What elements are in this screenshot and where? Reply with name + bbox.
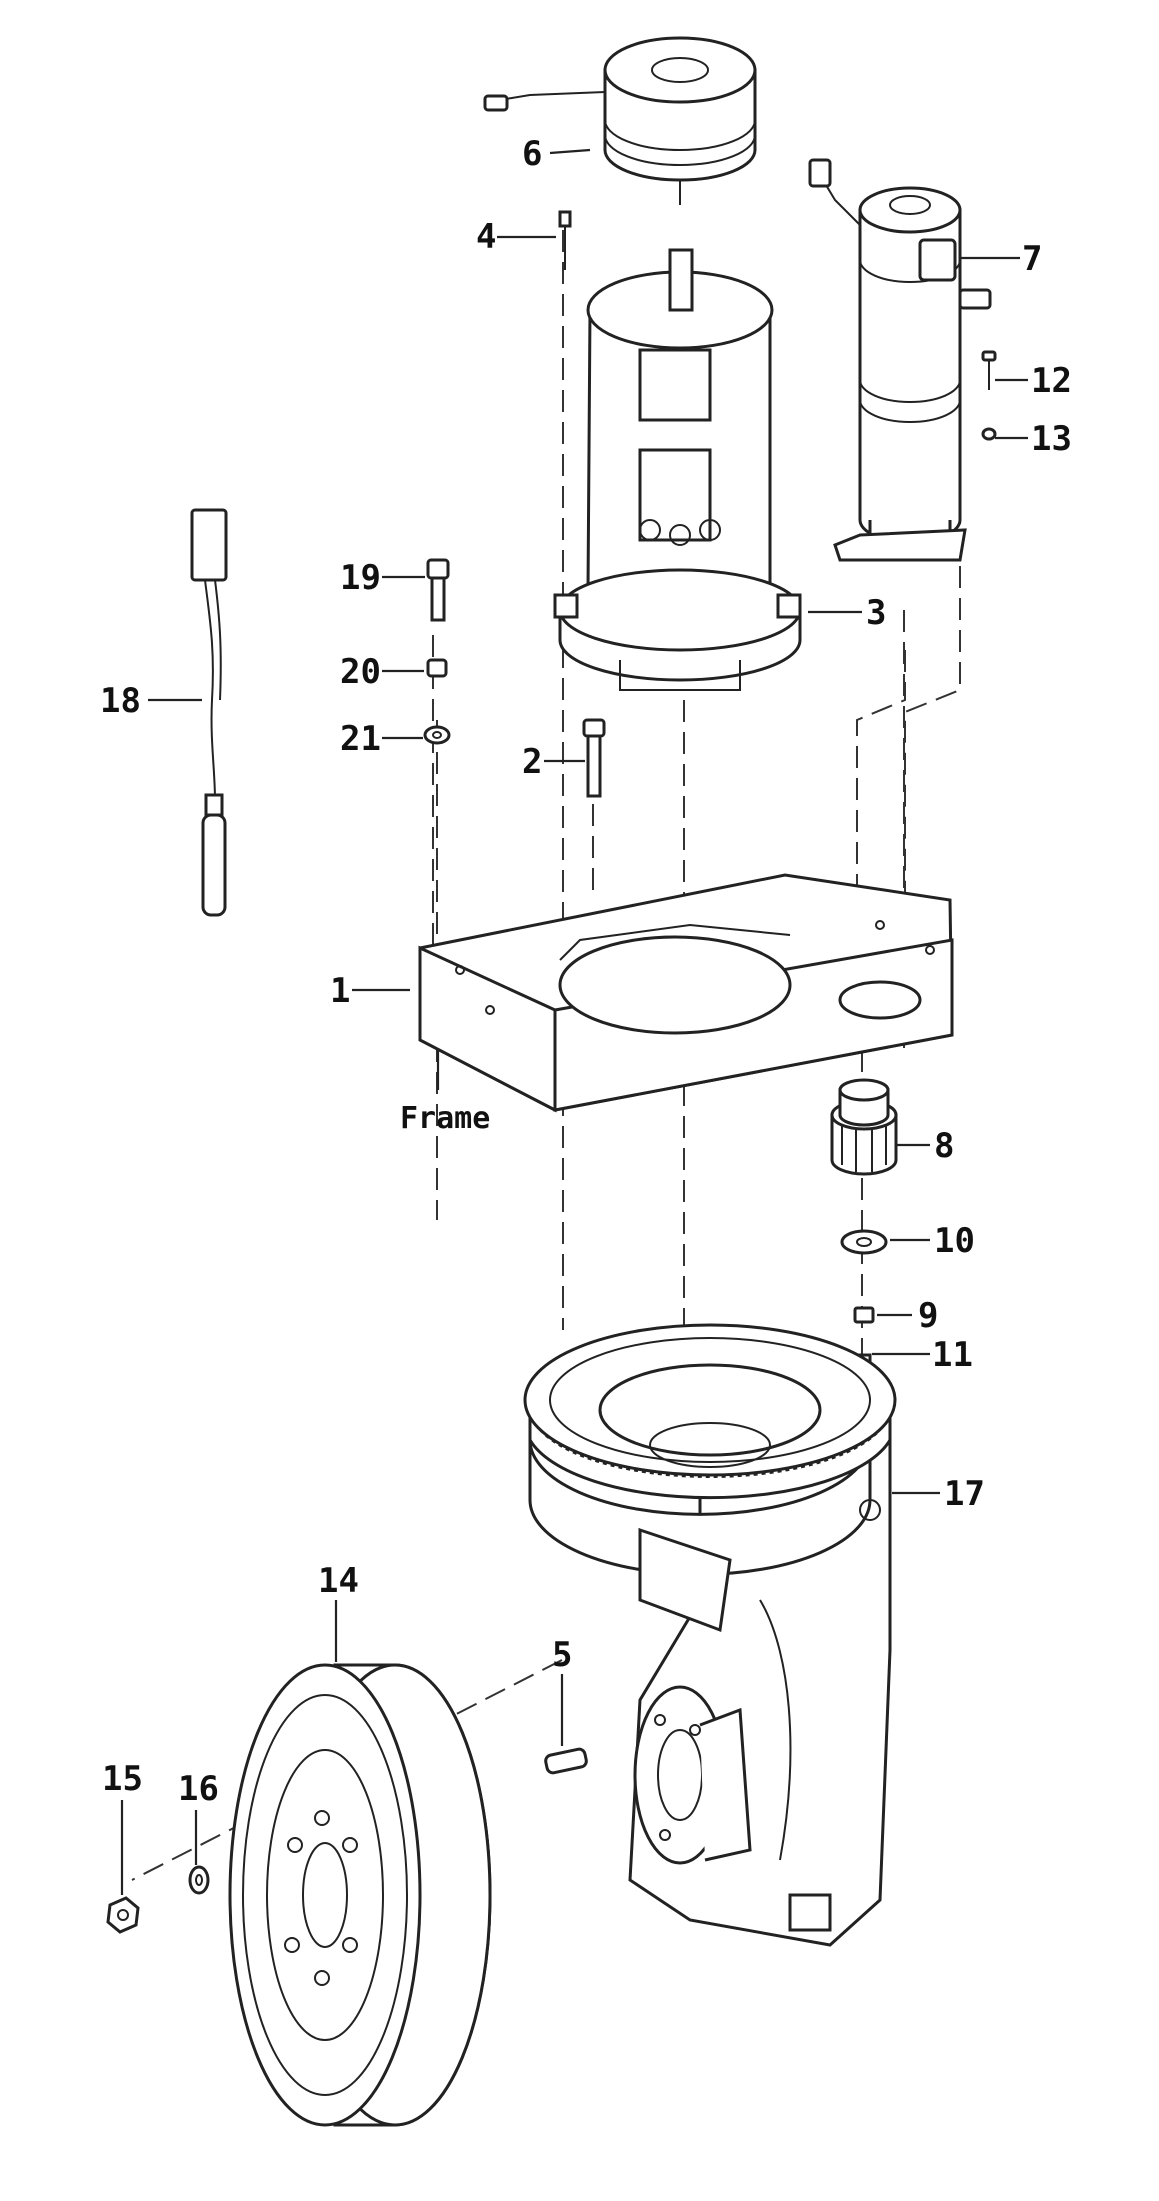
part-hub-flange <box>633 1685 752 1865</box>
part-steer-motor-7 <box>808 158 992 562</box>
callout-8: 8 <box>934 1126 954 1166</box>
callout-labels: 6 4 7 12 13 3 19 20 21 18 2 1 Frame 8 10… <box>100 134 1072 1809</box>
part-washer-16 <box>188 1865 210 1895</box>
part-pin-5 <box>544 1747 588 1775</box>
callout-21: 21 <box>340 719 381 759</box>
part-bolt-2 <box>582 718 606 798</box>
part-frame-1 <box>418 873 954 1113</box>
callout-10: 10 <box>934 1221 975 1261</box>
callout-9: 9 <box>918 1296 938 1336</box>
callout-13: 13 <box>1031 419 1072 459</box>
part-bolt-19 <box>426 558 450 622</box>
part-sensor-18 <box>190 508 228 917</box>
callout-15: 15 <box>102 1759 143 1799</box>
part-nut-15 <box>106 1896 140 1934</box>
callout-19: 19 <box>340 558 381 598</box>
callout-5: 5 <box>552 1635 572 1675</box>
part-washer-13 <box>981 427 997 441</box>
part-bolt-4 <box>558 210 572 270</box>
callout-2: 2 <box>522 742 542 782</box>
callout-14: 14 <box>318 1561 359 1601</box>
part-washer-21 <box>423 725 451 745</box>
callout-17: 17 <box>944 1474 985 1514</box>
part-pinion-8 <box>830 1078 898 1176</box>
callout-16: 16 <box>178 1769 219 1809</box>
callout-20: 20 <box>340 652 381 692</box>
part-washer-20 <box>426 658 448 678</box>
frame-label: Frame <box>400 1101 490 1136</box>
part-washer-10 <box>840 1229 888 1255</box>
part-brake-6 <box>483 36 757 205</box>
part-motor-3 <box>553 248 802 691</box>
callout-4: 4 <box>476 217 496 257</box>
part-wheel-14 <box>228 1663 492 2127</box>
callout-11: 11 <box>932 1335 973 1375</box>
part-nut-9 <box>853 1306 875 1324</box>
leader-lines <box>120 148 1028 1895</box>
callout-6: 6 <box>522 134 542 174</box>
callout-7: 7 <box>1022 239 1042 279</box>
part-screw-12 <box>981 350 997 390</box>
callout-3: 3 <box>866 593 886 633</box>
callout-18: 18 <box>100 681 141 721</box>
callout-12: 12 <box>1031 361 1072 401</box>
callout-1: 1 <box>330 971 350 1011</box>
